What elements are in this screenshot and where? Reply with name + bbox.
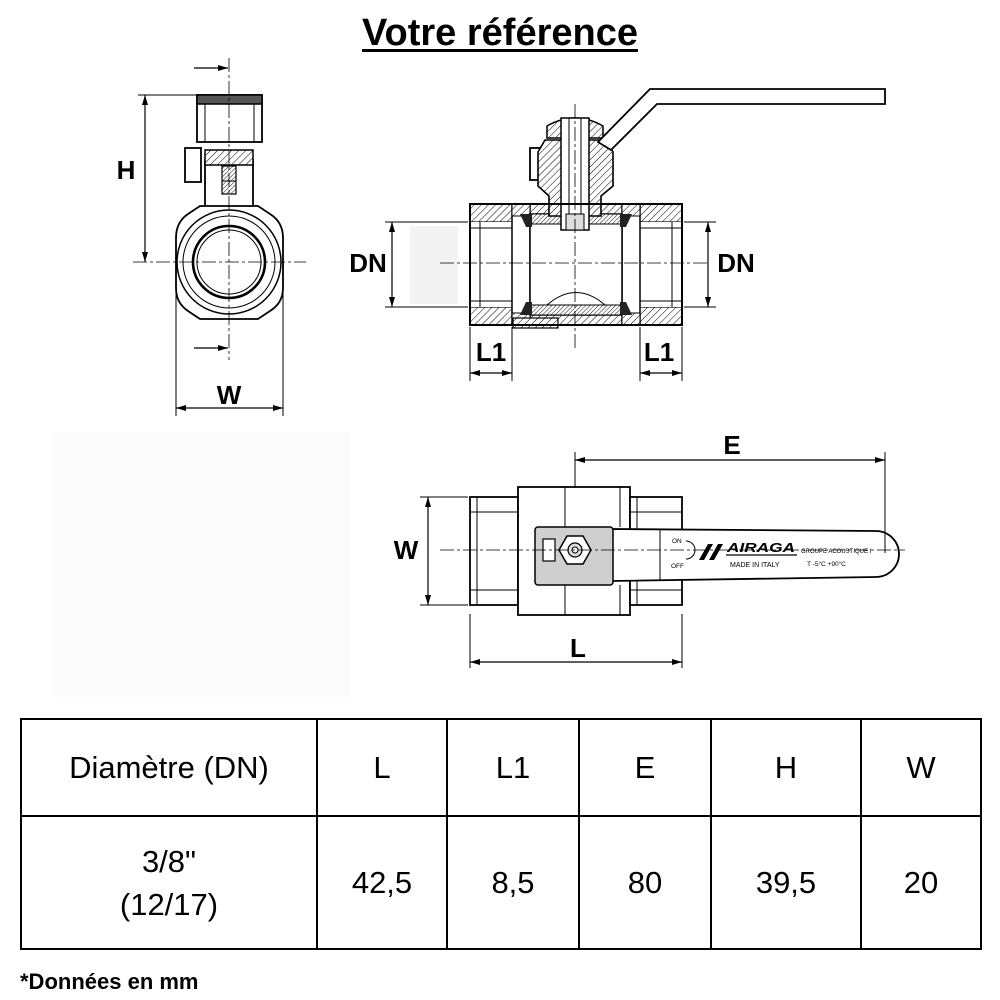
header-e: E [578,718,712,817]
top-view-left-port [469,496,519,606]
section-view-shade [410,226,458,304]
e-label: E [723,430,740,460]
cell-l: 42,5 [316,815,448,950]
handle-origin: MADE IN ITALY [730,562,780,569]
cell-diameter: 3/8" (12/17) [20,815,318,950]
w-label: W [217,380,242,410]
section-view: DN DN L1 L1 [349,88,886,381]
table-header-row: Diamètre (DN) L L1 E H W [20,718,982,817]
ball-bore-curve [546,292,606,306]
units-footnote: *Données en mm [20,969,199,994]
dn-left-label: DN [349,248,387,278]
header-diameter: Diamètre (DN) [20,718,318,817]
cell-w: 20 [860,815,982,950]
seal-bottom-right [620,302,632,315]
w-top-label: W [394,535,419,565]
seal-bottom-left [520,302,532,315]
cell-diameter-inch: 3/8" [141,843,197,879]
end-view-lever-top [196,94,263,105]
handle-off-label: OFF [671,563,684,570]
ball [529,213,623,316]
end-view: H W [117,58,306,416]
handle-brand: AIRAGA [726,541,795,555]
top-view-background-panel [52,432,350,697]
header-l: L [316,718,448,817]
h-label: H [117,155,136,185]
brand-logo-icon [699,544,723,560]
l1-right-label: L1 [644,337,674,367]
header-w: W [860,718,982,817]
dn-right-label: DN [717,248,755,278]
l1-left-label: L1 [476,337,506,367]
l-label: L [570,633,586,663]
end-view-handle-tab [184,147,202,183]
dimensions-table: Diamètre (DN) L L1 E H W 3/8" (12/17) 42… [20,718,982,950]
cell-h: 39,5 [710,815,862,950]
cell-e: 80 [578,815,712,950]
handle-temperature-range: T -5°C +90°C [807,560,846,568]
table-row: 3/8" (12/17) 42,5 8,5 80 39,5 20 [20,815,982,950]
top-view: ON OFF AIRAGA MADE IN ITALY GROUPE ACOUS… [52,430,905,697]
header-h: H [710,718,862,817]
cell-diameter-thread: (12/17) [119,886,219,922]
technical-drawings: H W [52,58,905,697]
handle-acoustic-group: GROUPE ACOUSTIQUE I [801,549,872,555]
body-outline [469,203,683,326]
ball-wall-bottom [529,304,623,316]
seal-top-left [520,214,532,227]
page-title: Votre référence [362,12,638,54]
cell-l1: 8,5 [446,815,580,950]
seal-top-right [620,214,632,227]
handle-on-label: ON [672,538,682,545]
lever [596,88,886,152]
bottom-ring [512,317,559,329]
header-l1: L1 [446,718,580,817]
